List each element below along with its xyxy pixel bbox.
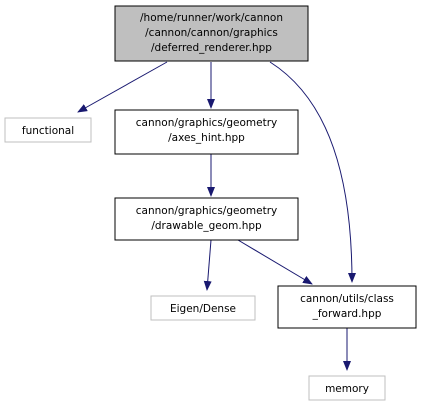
node-box: [150, 295, 256, 321]
node-label-line: memory: [325, 383, 369, 395]
node-label-line: cannon/graphics/geometry: [136, 205, 277, 217]
node-label-line: /axes_hint.hpp: [168, 132, 245, 144]
edges: [77, 61, 356, 371]
edge-root-to-class-forward: [269, 61, 356, 283]
node-box: [114, 109, 299, 155]
node-box: [4, 117, 92, 143]
node-label-line: _forward.hpp: [312, 308, 382, 320]
node-label-line: /deferred_renderer.hpp: [151, 42, 272, 54]
node-drawable-geom[interactable]: cannon/graphics/geometry /drawable_geom.…: [114, 197, 299, 241]
node-label-line: /cannon/cannon/graphics: [145, 27, 278, 39]
node-eigen-dense[interactable]: Eigen/Dense: [150, 295, 256, 321]
node-label-line: functional: [22, 125, 74, 137]
node-axes-hint[interactable]: cannon/graphics/geometry /axes_hint.hpp: [114, 109, 299, 155]
node-label-line: cannon/graphics/geometry: [136, 117, 277, 129]
node-box: [308, 375, 386, 401]
node-box: [114, 197, 299, 241]
edge-root-to-functional: [77, 61, 168, 113]
node-label-line: /drawable_geom.hpp: [151, 220, 262, 232]
node-label-line: /home/runner/work/cannon: [140, 12, 283, 24]
node-root-deferred-renderer[interactable]: /home/runner/work/cannon /cannon/cannon/…: [114, 5, 309, 62]
node-label-line: cannon/utils/class: [300, 293, 394, 305]
edge-drawable-geom-to-class-forward: [237, 239, 313, 285]
node-memory[interactable]: memory: [308, 375, 386, 401]
edge-drawable-geom-to-eigen-dense: [203, 239, 212, 291]
nodes: /home/runner/work/cannon /cannon/cannon/…: [4, 5, 417, 401]
node-box: [277, 285, 417, 329]
node-box: [114, 5, 309, 62]
node-label-line: Eigen/Dense: [170, 303, 236, 315]
node-class-forward[interactable]: cannon/utils/class _forward.hpp: [277, 285, 417, 329]
node-functional[interactable]: functional: [4, 117, 92, 143]
